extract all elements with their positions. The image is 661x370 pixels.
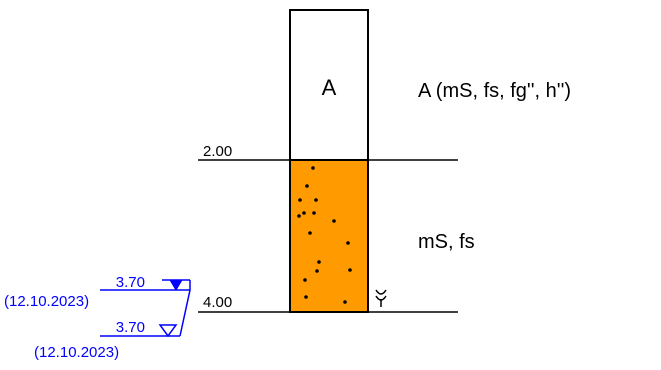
moist-symbol-icon (375, 289, 387, 307)
water-level-2-date: (12.10.2023) (34, 344, 119, 361)
depth-label-2: 4.00 (203, 294, 232, 311)
water-level-2: 3.70 (12.10.2023) (34, 319, 180, 361)
layer-a-description: A (mS, fs, fg'', h'') (418, 80, 571, 102)
water-level-open-icon (158, 324, 178, 338)
depth-label-1: 2.00 (203, 143, 232, 160)
layer-a-box (289, 9, 369, 161)
layer-sand-box (289, 159, 369, 313)
water-level-connector (179, 280, 191, 337)
layer-sand-description: mS, fs (418, 231, 475, 253)
water-level-2-depth: 3.70 (116, 319, 145, 336)
water-level-filled-icon (169, 279, 183, 291)
water-level-1-date: (12.10.2023) (4, 293, 89, 310)
sand-dots (297, 166, 352, 304)
layer-a-code: A (322, 75, 337, 100)
water-level-1: 3.70 (12.10.2023) (4, 274, 190, 310)
water-level-1-depth: 3.70 (116, 274, 145, 291)
